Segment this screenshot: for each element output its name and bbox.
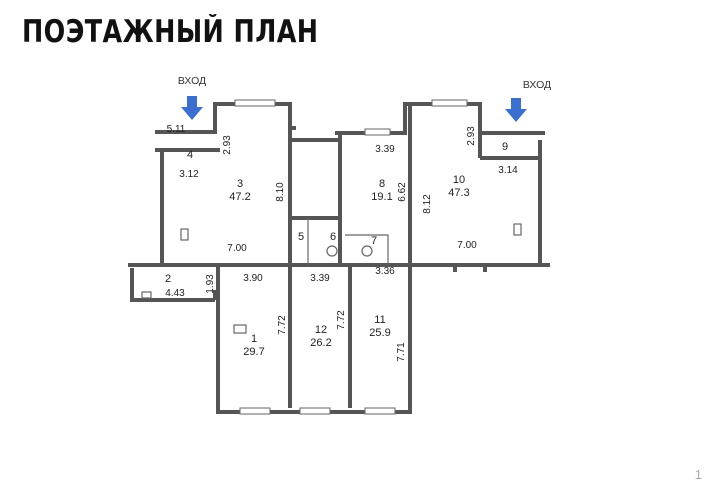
- walls: [128, 99, 550, 415]
- dimension: 3.12: [179, 169, 199, 180]
- entrance-right: ВХОД: [505, 79, 551, 122]
- room-number: 8: [379, 178, 385, 190]
- page-title: ПОЭТАЖНЫЙ ПЛАН: [22, 14, 319, 50]
- room-area: 29.7: [243, 346, 264, 358]
- room-number: 11: [374, 314, 385, 326]
- room-number: 1: [251, 333, 257, 345]
- entrance-label: ВХОД: [178, 75, 206, 87]
- dimension: 1.93: [205, 274, 216, 294]
- dimension: 5.11: [167, 124, 186, 135]
- dimension: 7.00: [457, 240, 477, 251]
- arrow-down-icon: [505, 98, 527, 122]
- entrance-label: ВХОД: [523, 79, 551, 91]
- room-area: 25.9: [369, 327, 390, 339]
- dimension: 7.72: [336, 310, 347, 330]
- dimension: 2.93: [466, 126, 477, 146]
- room-area: 26.2: [310, 337, 331, 349]
- room-labels: 1 29.7 2 3 47.2 4 5 6 7 8 19.1 9 10 47.3…: [165, 141, 508, 358]
- dimension: 8.12: [422, 194, 433, 214]
- room-number: 2: [165, 273, 171, 285]
- dimension-labels: 5.11 2.93 3.12 8.10 7.00 3.39 6.62 8.12 …: [165, 124, 518, 362]
- room-number: 12: [315, 324, 327, 336]
- room-area: 47.3: [448, 187, 469, 199]
- room-area: 47.2: [229, 191, 250, 203]
- dimension: 7.72: [277, 315, 288, 335]
- dimension: 3.14: [498, 165, 518, 176]
- dimension: 2.93: [222, 135, 233, 155]
- room-area: 19.1: [371, 191, 392, 203]
- room-number: 10: [453, 174, 465, 186]
- room-number: 4: [187, 149, 193, 161]
- dimension: 4.43: [165, 288, 185, 299]
- room-number: 9: [502, 141, 508, 153]
- room-number: 5: [298, 231, 304, 243]
- room-number: 6: [330, 231, 336, 243]
- entrance-left: ВХОД: [178, 75, 206, 120]
- dimension: 7.71: [396, 342, 407, 362]
- room-number: 7: [371, 235, 377, 247]
- dimension: 7.00: [227, 243, 247, 254]
- page-number: 1: [694, 467, 702, 482]
- dimension: 3.39: [375, 144, 395, 155]
- room-number: 3: [237, 178, 243, 190]
- dimension: 8.10: [275, 182, 286, 202]
- dimension: 3.90: [243, 273, 263, 284]
- arrow-down-icon: [181, 96, 203, 120]
- dimension: 3.39: [310, 273, 330, 284]
- dimension: 3.36: [375, 266, 395, 277]
- dimension: 6.62: [397, 182, 408, 202]
